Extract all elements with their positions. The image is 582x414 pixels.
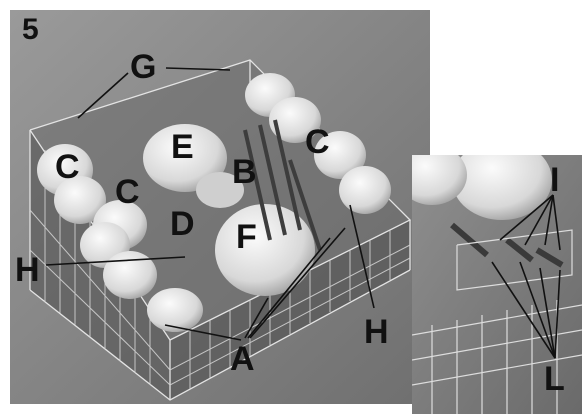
label-e: E (171, 128, 194, 166)
label-h-left: H (15, 251, 40, 289)
label-c-right: C (305, 123, 330, 161)
figure-number: 5 (22, 13, 39, 46)
label-d: D (170, 205, 195, 243)
label-h-right: H (364, 313, 389, 351)
label-l: L (544, 360, 565, 398)
label-f: F (236, 218, 257, 256)
label-i: I (550, 161, 560, 199)
label-a: A (230, 340, 255, 378)
label-c-middle: C (115, 173, 140, 211)
label-g: G (130, 48, 157, 86)
label-b: B (232, 153, 257, 191)
label-c-left: C (55, 148, 80, 186)
